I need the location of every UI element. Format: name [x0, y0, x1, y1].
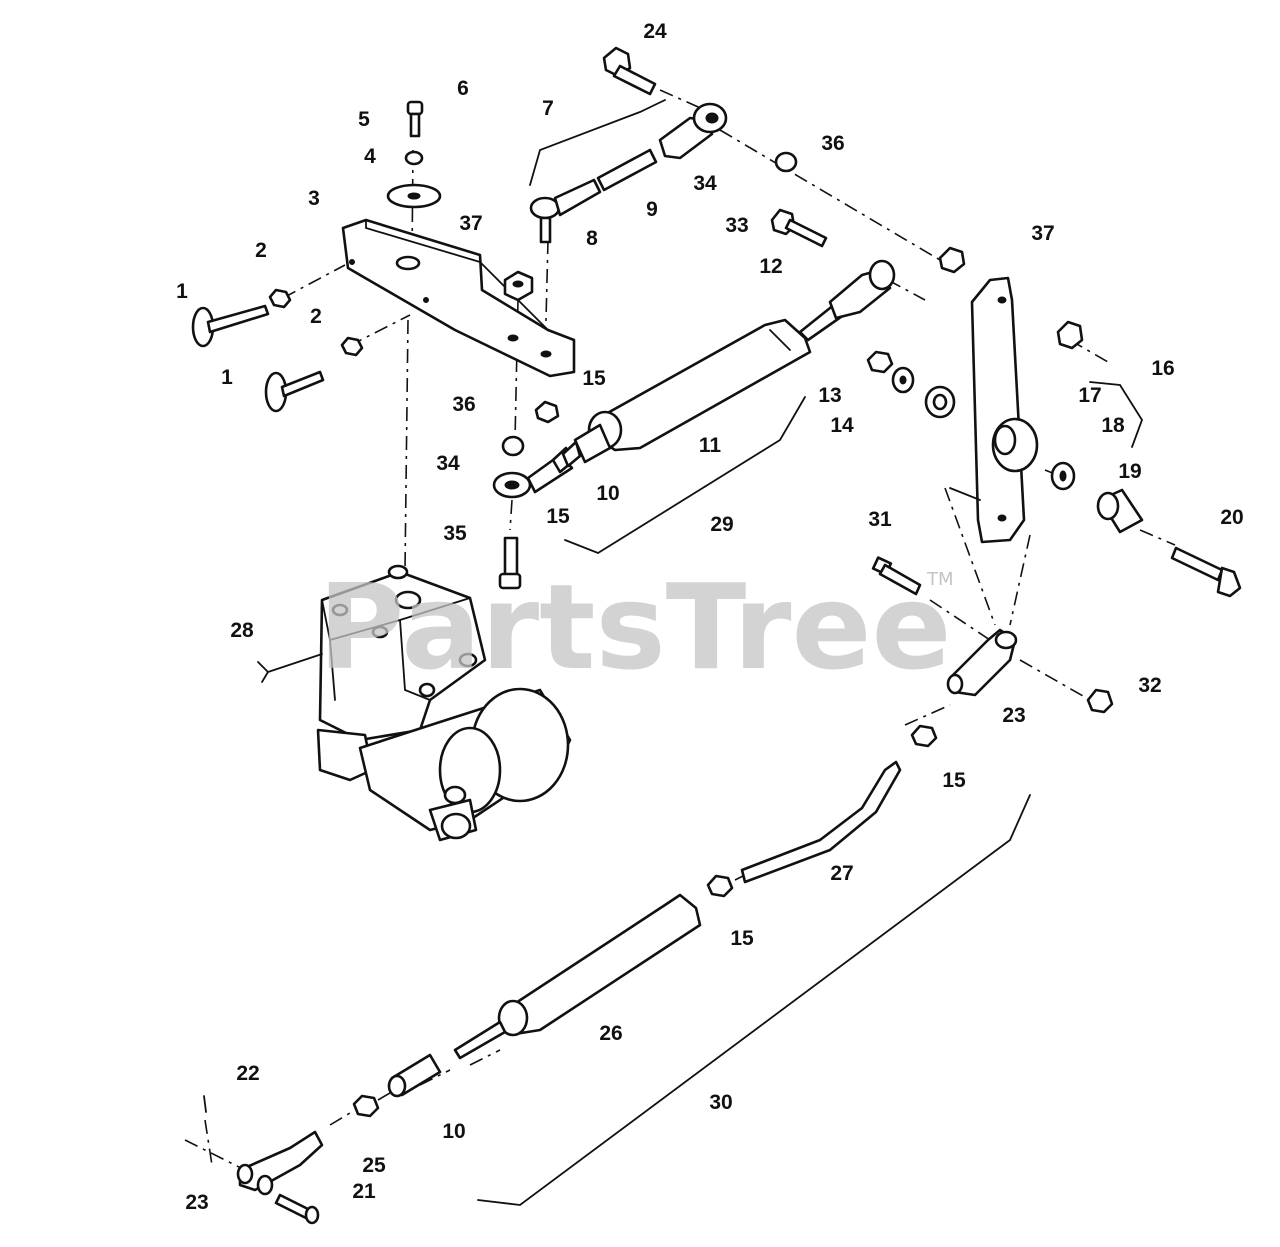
- bolt-24: [602, 46, 657, 96]
- nut-37-right: [938, 246, 966, 274]
- callout-10: 10: [442, 1120, 465, 1143]
- bolt-20: [1170, 546, 1242, 598]
- callout-15: 15: [730, 927, 754, 950]
- callout-12: 12: [759, 255, 782, 278]
- watermark-trademark: TM: [926, 569, 954, 590]
- rod-end-34-top: [658, 102, 728, 160]
- nut-2-a: [268, 288, 292, 309]
- callout-16: 16: [1151, 357, 1174, 380]
- carriage-bolt-1-b: [264, 370, 325, 413]
- callout-15: 15: [546, 505, 570, 528]
- ball-joint-8: [529, 178, 602, 244]
- nut-13: [866, 350, 894, 374]
- callout-6: 6: [457, 77, 469, 100]
- bushing-18: [991, 417, 1039, 473]
- callout-7: 7: [542, 97, 554, 120]
- spacer-36-top: [774, 151, 798, 173]
- callout-25: 25: [362, 1154, 386, 1177]
- lever-17: [949, 276, 1026, 544]
- bracket-plate-3: [341, 218, 576, 378]
- bolt-33: [770, 208, 828, 248]
- clevis-23-top: [946, 628, 1018, 697]
- nut-37-lever: [1056, 320, 1084, 350]
- bolt-35: [498, 536, 522, 590]
- spacer-18: [924, 385, 956, 419]
- callout-4: 4: [364, 145, 376, 168]
- callout-28: 28: [230, 619, 254, 642]
- nut-37-top: [503, 270, 534, 302]
- callout-32: 32: [1138, 674, 1161, 697]
- clevis-pin-21: [274, 1193, 320, 1225]
- callout-27: 27: [830, 862, 853, 885]
- callout-33: 33: [725, 214, 748, 237]
- pin-28: [257, 653, 323, 683]
- callout-3: 3: [308, 187, 320, 210]
- callout-2: 2: [310, 305, 322, 328]
- callout-36: 36: [821, 132, 844, 155]
- callout-21: 21: [352, 1180, 376, 1203]
- callout-8: 8: [586, 227, 598, 250]
- clevis-23-bottom: [236, 1130, 324, 1196]
- callout-10: 10: [596, 482, 619, 505]
- callout-23: 23: [185, 1191, 208, 1214]
- watermark: PartsTree TM: [318, 558, 954, 696]
- sleeve-19: [1096, 488, 1144, 534]
- jam-nuts-15: [551, 440, 582, 474]
- sleeve-10-bottom: [387, 1053, 442, 1098]
- callout-1: 1: [176, 280, 188, 303]
- rod-end-12: [798, 259, 896, 342]
- nut-32: [1086, 688, 1114, 714]
- pump-motor-assembly: [316, 564, 572, 842]
- nut-25: [352, 1094, 380, 1118]
- callout-15: 15: [582, 367, 606, 390]
- washer-14: [891, 366, 915, 394]
- callout-37: 37: [1031, 222, 1054, 245]
- callout-2: 2: [255, 239, 267, 262]
- hairpin-22: [203, 1095, 207, 1113]
- callout-14: 14: [830, 414, 854, 437]
- carriage-bolt-1-a: [191, 304, 270, 348]
- washer-4: [386, 183, 442, 209]
- callout-29: 29: [710, 513, 733, 536]
- spacer-36-bottom: [501, 435, 525, 457]
- nut-2-b: [340, 336, 364, 357]
- callout-36: 36: [452, 393, 475, 416]
- callout-26: 26: [599, 1022, 622, 1045]
- callout-30: 30: [709, 1091, 732, 1114]
- nut-15-c: [706, 874, 734, 898]
- callout-11: 11: [699, 434, 722, 457]
- callout-34: 34: [436, 452, 460, 475]
- washer-18: [1050, 461, 1076, 491]
- callout-23: 23: [1002, 704, 1025, 727]
- callout-20: 20: [1220, 506, 1243, 529]
- callout-9: 9: [646, 198, 658, 221]
- callout-24: 24: [643, 20, 667, 43]
- clevis-pin-31: [871, 556, 922, 596]
- callout-35: 35: [443, 522, 467, 545]
- callout-13: 13: [818, 384, 841, 407]
- callout-31: 31: [868, 508, 892, 531]
- callout-37: 37: [459, 212, 482, 235]
- sleeve-10-top: [573, 423, 612, 464]
- actuator-cylinder-11: [587, 318, 812, 452]
- callout-15: 15: [942, 769, 966, 792]
- callout-19: 19: [1118, 460, 1141, 483]
- nut-5: [404, 150, 424, 166]
- callout-5: 5: [358, 108, 370, 131]
- callout-1: 1: [221, 366, 233, 389]
- tube-26: [453, 893, 702, 1060]
- callout-18: 18: [1101, 414, 1125, 437]
- callout-17: 17: [1078, 384, 1101, 407]
- threaded-rod-9: [596, 148, 658, 192]
- callout-34: 34: [693, 172, 717, 195]
- assembly-brackets: [477, 99, 1143, 1206]
- nut-15-b: [910, 724, 938, 748]
- nut-15-a: [534, 400, 560, 424]
- bent-rod-27: [740, 760, 902, 884]
- screw-6: [406, 100, 424, 138]
- callout-22: 22: [236, 1062, 259, 1085]
- watermark-text: PartsTree: [318, 558, 952, 696]
